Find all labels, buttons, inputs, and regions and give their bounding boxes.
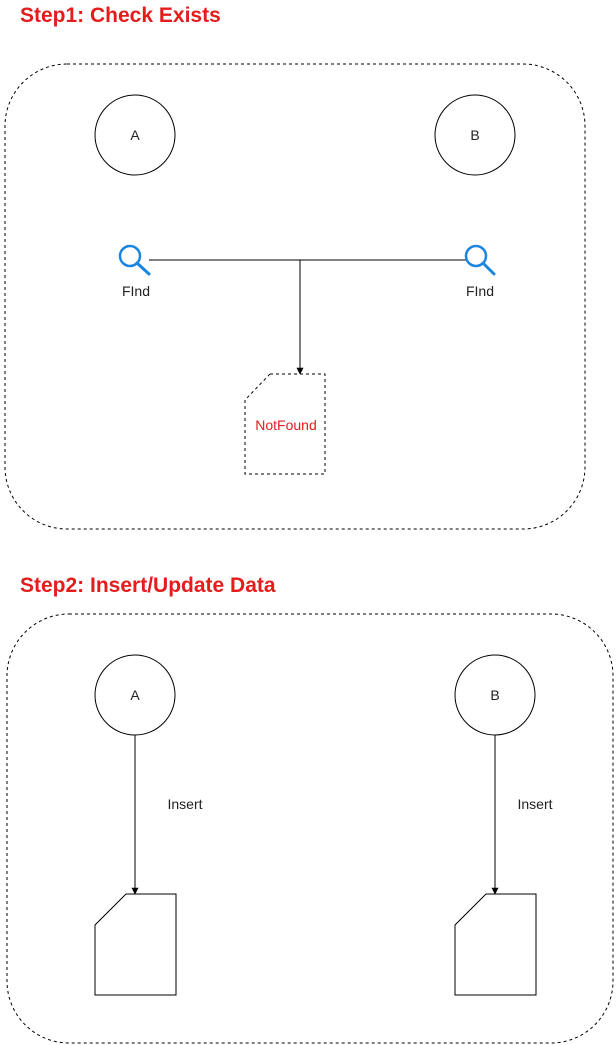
step2-document-left[interactable] (94, 893, 177, 996)
step2-document-right[interactable] (454, 893, 537, 996)
step1-find-right-label: FInd (466, 283, 494, 299)
step1-title: Step1: Check Exists (20, 4, 221, 27)
step2-node-a-label: A (130, 687, 140, 703)
step2-title: Step2: Insert/Update Data (20, 574, 276, 597)
step1-notfound-document[interactable]: NotFound (244, 373, 326, 475)
step2-node-b[interactable]: B (454, 654, 536, 736)
step1-find-left-label: FInd (122, 283, 150, 299)
step1-node-b-label: B (470, 127, 479, 143)
search-icon (118, 244, 151, 276)
step1-node-b[interactable]: B (434, 94, 516, 176)
search-icon (464, 244, 496, 276)
step2-node-a[interactable]: A (94, 654, 176, 736)
step2-container (6, 613, 614, 1044)
step2-insert-right-label: Insert (517, 796, 552, 812)
step1-node-a[interactable]: A (94, 94, 176, 176)
step2-node-b-label: B (490, 687, 499, 703)
step1-node-a-label: A (130, 127, 140, 143)
step2-insert-left-label: Insert (167, 796, 202, 812)
step1-container (4, 63, 586, 530)
step1-notfound-label: NotFound (255, 417, 316, 433)
